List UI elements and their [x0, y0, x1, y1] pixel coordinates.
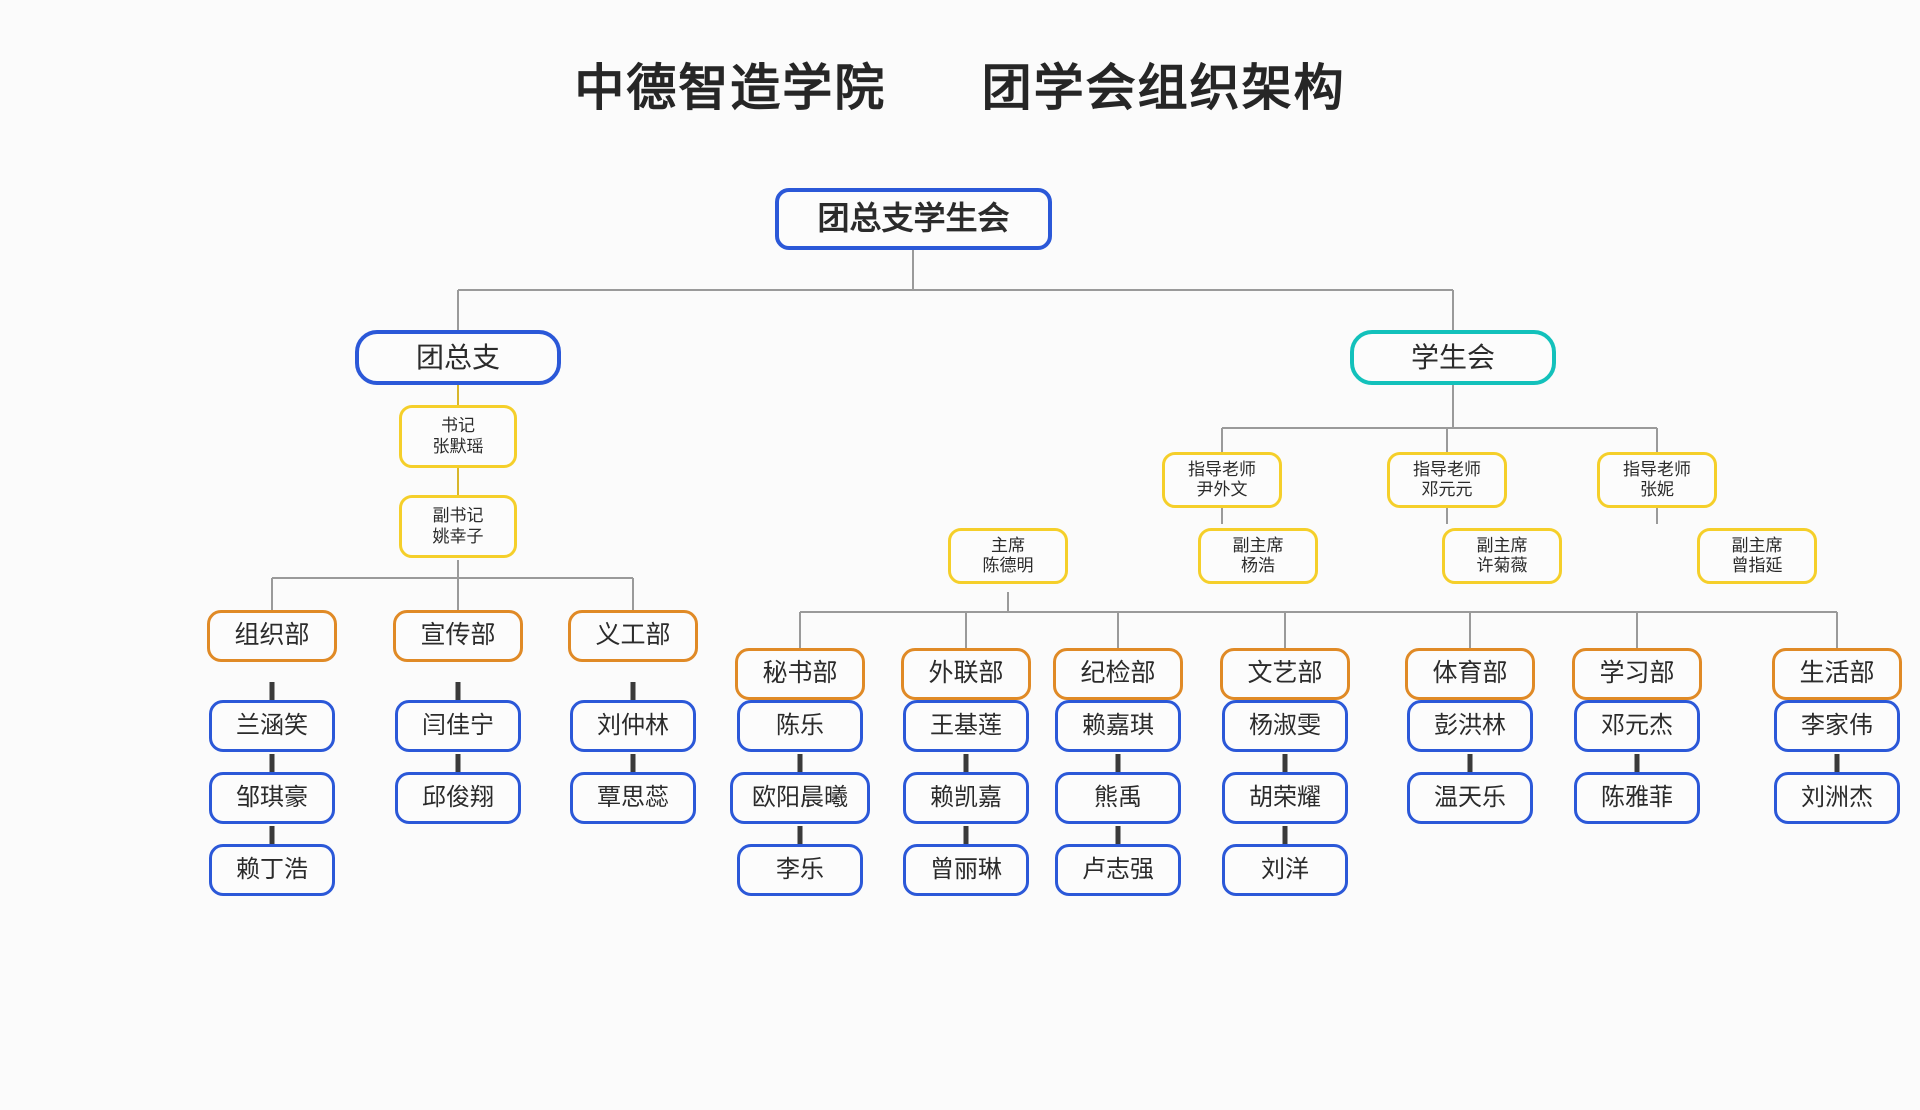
node-department-welfare[interactable]: 生活部 — [1772, 648, 1902, 700]
node-department-organization[interactable]: 组织部 — [207, 610, 337, 662]
node-member[interactable]: 闫佳宁 — [395, 700, 521, 752]
node-member[interactable]: 邱俊翔 — [395, 772, 521, 824]
node-member[interactable]: 熊禹 — [1055, 772, 1181, 824]
node-department-study[interactable]: 学习部 — [1572, 648, 1702, 700]
node-member[interactable]: 赖嘉琪 — [1055, 700, 1181, 752]
node-member[interactable]: 刘洲杰 — [1774, 772, 1900, 824]
node-league-secretary[interactable]: 书记 张默瑶 — [399, 405, 517, 468]
node-member[interactable]: 曾丽琳 — [903, 844, 1029, 896]
node-member[interactable]: 覃思蕊 — [570, 772, 696, 824]
node-league-branch[interactable]: 团总支 — [355, 330, 561, 385]
node-member[interactable]: 杨淑雯 — [1222, 700, 1348, 752]
node-student-union-branch[interactable]: 学生会 — [1350, 330, 1556, 385]
node-vice-chairman-2[interactable]: 副主席 许菊薇 — [1442, 528, 1562, 584]
node-root[interactable]: 团总支学生会 — [775, 188, 1052, 250]
node-department-discipline[interactable]: 纪检部 — [1053, 648, 1183, 700]
node-advisor-1[interactable]: 指导老师 尹外文 — [1162, 452, 1282, 508]
page-title: 中德智造学院 团学会组织架构 — [574, 60, 1346, 116]
node-advisor-3[interactable]: 指导老师 张妮 — [1597, 452, 1717, 508]
node-member[interactable]: 温天乐 — [1407, 772, 1533, 824]
node-member[interactable]: 刘洋 — [1222, 844, 1348, 896]
node-member[interactable]: 陈雅菲 — [1574, 772, 1700, 824]
node-member[interactable]: 彭洪林 — [1407, 700, 1533, 752]
node-member[interactable]: 欧阳晨曦 — [730, 772, 870, 824]
node-vice-chairman-3[interactable]: 副主席 曾指延 — [1697, 528, 1817, 584]
node-member[interactable]: 邹琪豪 — [209, 772, 335, 824]
node-member[interactable]: 李家伟 — [1774, 700, 1900, 752]
node-member[interactable]: 刘仲林 — [570, 700, 696, 752]
node-chairman[interactable]: 主席 陈德明 — [948, 528, 1068, 584]
node-vice-chairman-1[interactable]: 副主席 杨浩 — [1198, 528, 1318, 584]
node-department-arts[interactable]: 文艺部 — [1220, 648, 1350, 700]
node-member[interactable]: 陈乐 — [737, 700, 863, 752]
node-member[interactable]: 赖凯嘉 — [903, 772, 1029, 824]
node-department-secretariat[interactable]: 秘书部 — [735, 648, 865, 700]
node-member[interactable]: 李乐 — [737, 844, 863, 896]
node-advisor-2[interactable]: 指导老师 邓元元 — [1387, 452, 1507, 508]
node-member[interactable]: 邓元杰 — [1574, 700, 1700, 752]
node-member[interactable]: 王基莲 — [903, 700, 1029, 752]
node-member[interactable]: 兰涵笑 — [209, 700, 335, 752]
node-department-volunteer[interactable]: 义工部 — [568, 610, 698, 662]
node-member[interactable]: 卢志强 — [1055, 844, 1181, 896]
node-member[interactable]: 赖丁浩 — [209, 844, 335, 896]
node-department-sports[interactable]: 体育部 — [1405, 648, 1535, 700]
node-department-liaison[interactable]: 外联部 — [901, 648, 1031, 700]
node-league-deputy-secretary[interactable]: 副书记 姚幸子 — [399, 495, 517, 558]
node-member[interactable]: 胡荣耀 — [1222, 772, 1348, 824]
node-department-publicity[interactable]: 宣传部 — [393, 610, 523, 662]
